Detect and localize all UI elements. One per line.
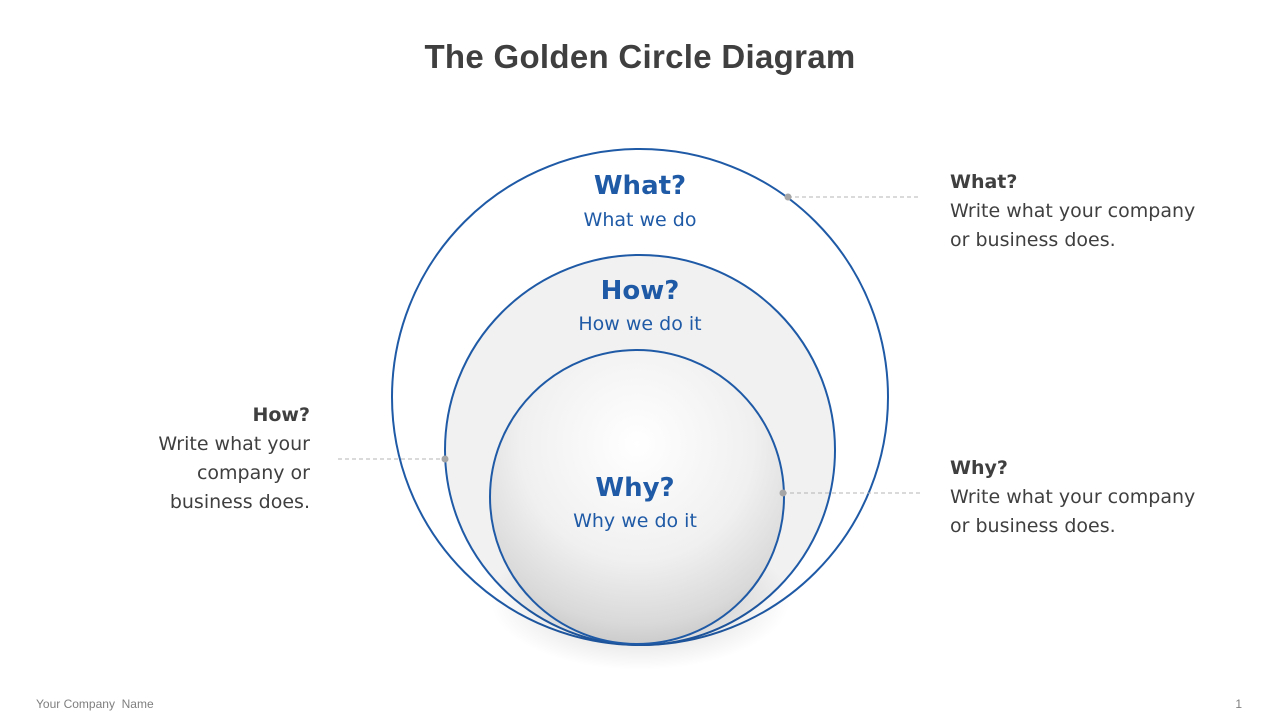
what-ring-subtitle: What we do: [583, 209, 697, 231]
what-callout-title: What?: [950, 171, 1018, 193]
how-ring-subtitle: How we do it: [578, 313, 702, 335]
what-leader-dot: [784, 193, 792, 201]
how-ring-title: How?: [600, 276, 680, 306]
why-callout-line: or business does.: [950, 515, 1116, 537]
why-ring-subtitle: Why we do it: [573, 510, 697, 532]
how-callout-line: business does.: [169, 491, 310, 513]
why-leader-dot: [779, 489, 787, 497]
slide-title: The Golden Circle Diagram: [424, 38, 856, 75]
how-leader-dot: [441, 455, 449, 463]
how-callout-line: Write what your: [158, 433, 310, 455]
how-callout-title: How?: [252, 404, 310, 426]
what-callout-line: or business does.: [950, 229, 1116, 251]
why-callout-title: Why?: [950, 457, 1008, 479]
what-ring-title: What?: [593, 171, 687, 201]
why-circle: [489, 349, 785, 645]
why-callout: Why? Write what your company or business…: [950, 454, 1230, 541]
what-callout: What? Write what your company or busines…: [950, 168, 1230, 255]
why-ring-title: Why?: [595, 473, 675, 503]
how-callout: How? Write what your company or business…: [60, 401, 310, 517]
how-callout-line: company or: [196, 462, 310, 484]
footer-company-name: Your Company Name: [36, 697, 154, 711]
footer-page-number: 1: [1235, 697, 1242, 711]
what-callout-line: Write what your company: [950, 200, 1196, 222]
why-callout-line: Write what your company: [950, 486, 1196, 508]
